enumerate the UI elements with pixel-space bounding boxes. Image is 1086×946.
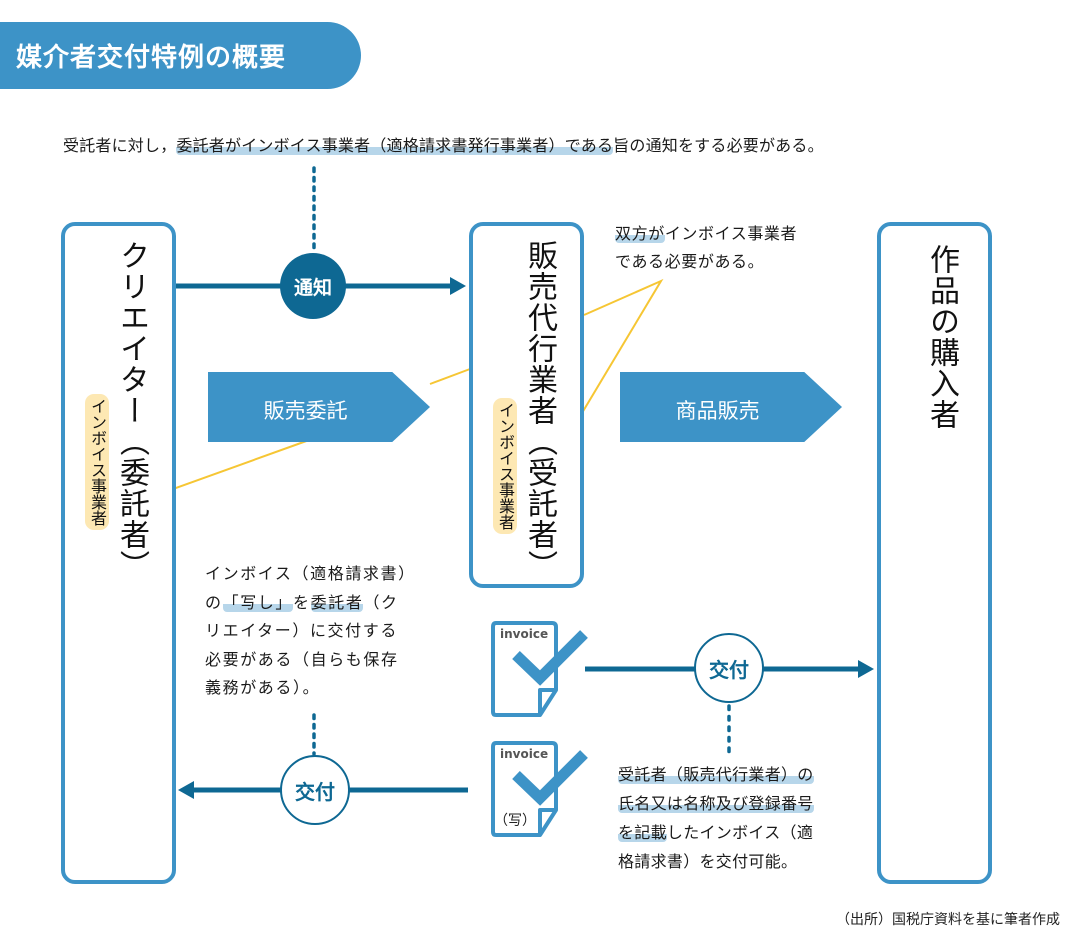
copy-mark: （写）: [494, 813, 536, 829]
mutual-line1: インボイス事業者: [664, 224, 798, 243]
deliver-creator-arrowhead: [178, 781, 194, 799]
deliver-to-buyer-badge: 交付: [694, 633, 764, 703]
agent-box: 販売代行業者（受託者） インボイス事業者: [469, 222, 584, 588]
caption-highlight: 委託者がインボイス事業者（適格請求書発行事業者）である: [176, 136, 614, 155]
notify-arrowhead: [450, 277, 466, 295]
source-note: （出所）国税庁資料を基に筆者作成: [836, 912, 1060, 928]
consign-arrow: 販売委託: [208, 372, 430, 442]
creator-invoice-tag: インボイス事業者: [85, 394, 109, 530]
caption-text-end: 旨の通知をする必要がある。: [613, 136, 824, 155]
agent-line3-rest: したインボイス（適: [666, 823, 814, 842]
invoice-copy-icon: invoice （写）: [490, 740, 590, 840]
copy-requirement-note: インボイス（適格請求書） の「写し」を委託者（ク リエイター）に交付する 必要が…: [205, 560, 416, 703]
copy-line3: リエイター）に交付する: [205, 621, 398, 640]
mutual-highlight: 双方が: [615, 224, 665, 243]
agent-line4: 格請求書）を交付可能。: [618, 852, 798, 871]
top-caption: 受託者に対し，委託者がインボイス事業者（適格請求書発行事業者）である旨の通知をす…: [63, 132, 824, 156]
creator-box: クリエイター（委託者） インボイス事業者: [61, 222, 176, 884]
agent-line2: 氏名又は名称及び登録番号: [618, 794, 814, 813]
mutual-requirement-note: 双方がインボイス事業者 である必要がある。: [615, 220, 797, 276]
page-title: 媒介者交付特例の概要: [16, 43, 287, 73]
caption-text: 受託者に対し，: [63, 136, 177, 155]
consign-label: 販売委託: [263, 399, 348, 423]
invoice-copy-label: invoice: [500, 747, 549, 761]
invoice-document-icon: invoice: [490, 620, 590, 720]
copy-line2c: （ク: [363, 592, 399, 612]
agent-line3-highlight: を記載: [618, 823, 667, 842]
mutual-line2: である必要がある。: [615, 252, 765, 271]
copy-line2b: を: [293, 592, 311, 612]
copy-line5: 義務がある）。: [205, 678, 321, 697]
sell-arrow: 商品販売: [620, 372, 842, 442]
agent-label: 販売代行業者（受託者）: [522, 240, 557, 581]
deliver-to-creator-badge: 交付: [280, 755, 350, 825]
deliver-buyer-arrowhead: [858, 660, 874, 678]
buyer-box: 作品の購入者: [877, 222, 992, 884]
buyer-label: 作品の購入者: [924, 244, 959, 430]
copy-highlight-consignor: 委託者: [310, 592, 364, 612]
title-banner: 媒介者交付特例の概要: [0, 22, 361, 89]
copy-line4: 必要がある（自らも保存: [205, 649, 399, 669]
agent-issuance-note: 受託者（販売代行業者）の 氏名又は名称及び登録番号 を記載したインボイス（適 格…: [618, 760, 814, 876]
copy-highlight-copy: 「写し」: [222, 592, 294, 612]
notify-badge: 通知: [280, 253, 346, 319]
copy-line1: インボイス（適格請求書）: [205, 564, 416, 583]
copy-line2a: の: [205, 592, 223, 612]
sell-label: 商品販売: [675, 399, 760, 423]
creator-label: クリエイター（委託者）: [114, 240, 149, 581]
agent-line1: 受託者（販売代行業者）の: [618, 765, 814, 784]
agent-invoice-tag: インボイス事業者: [493, 398, 517, 534]
yellow-connector-mutual-2: [429, 368, 471, 385]
invoice-label: invoice: [500, 627, 549, 641]
